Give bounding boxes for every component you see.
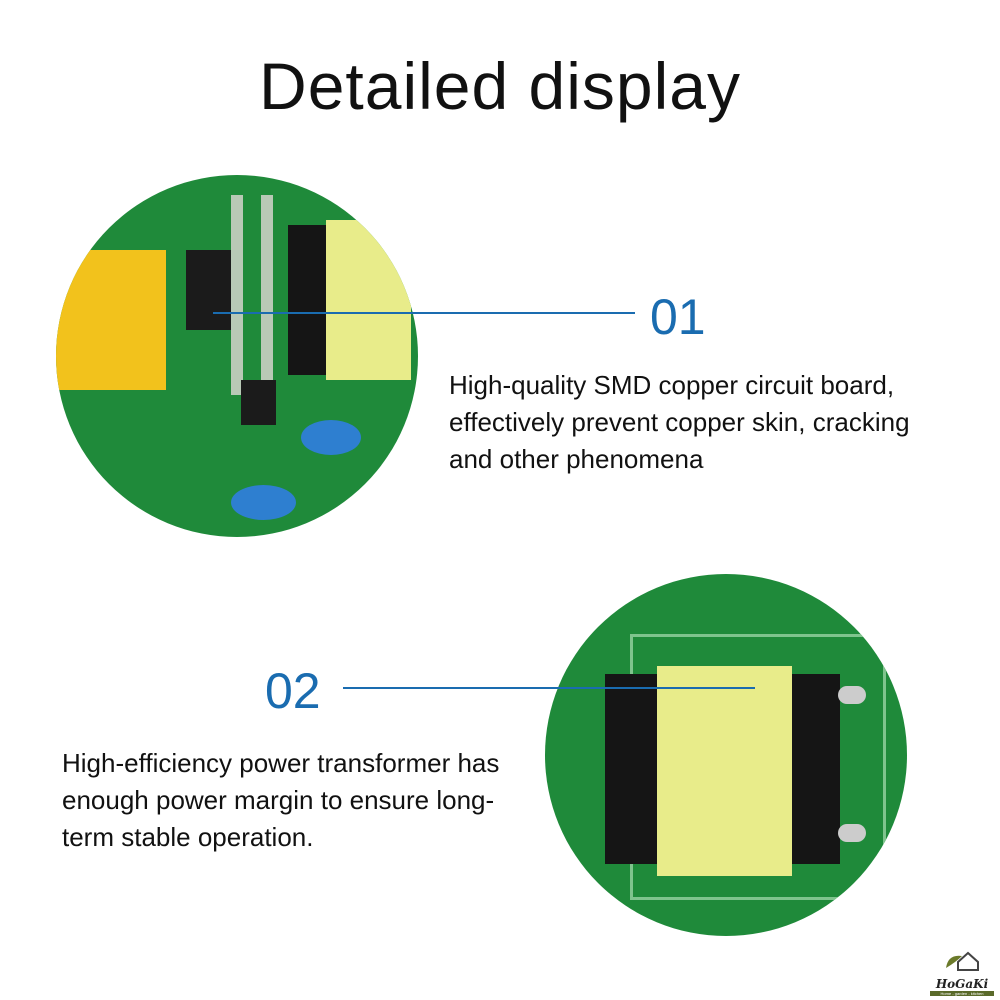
callout-line-01 bbox=[213, 312, 635, 314]
pcb-closeup-image-1 bbox=[56, 175, 418, 537]
logo-tagline: Home - garden - kitchen bbox=[930, 991, 994, 996]
pcb-closeup-image-2 bbox=[545, 574, 907, 936]
brand-logo: HoGaKi Home - garden - kitchen bbox=[930, 950, 994, 996]
feature-number-02: 02 bbox=[265, 663, 321, 719]
house-leaf-icon bbox=[946, 951, 979, 971]
callout-line-02 bbox=[343, 687, 755, 689]
logo-name: HoGaKi bbox=[935, 977, 989, 991]
page-title: Detailed display bbox=[259, 49, 741, 123]
feature-number-01: 01 bbox=[650, 289, 706, 345]
feature-text-02: High-efficiency power transformer has en… bbox=[62, 748, 500, 852]
feature-text-01: High-quality SMD copper circuit board, e… bbox=[449, 370, 910, 474]
